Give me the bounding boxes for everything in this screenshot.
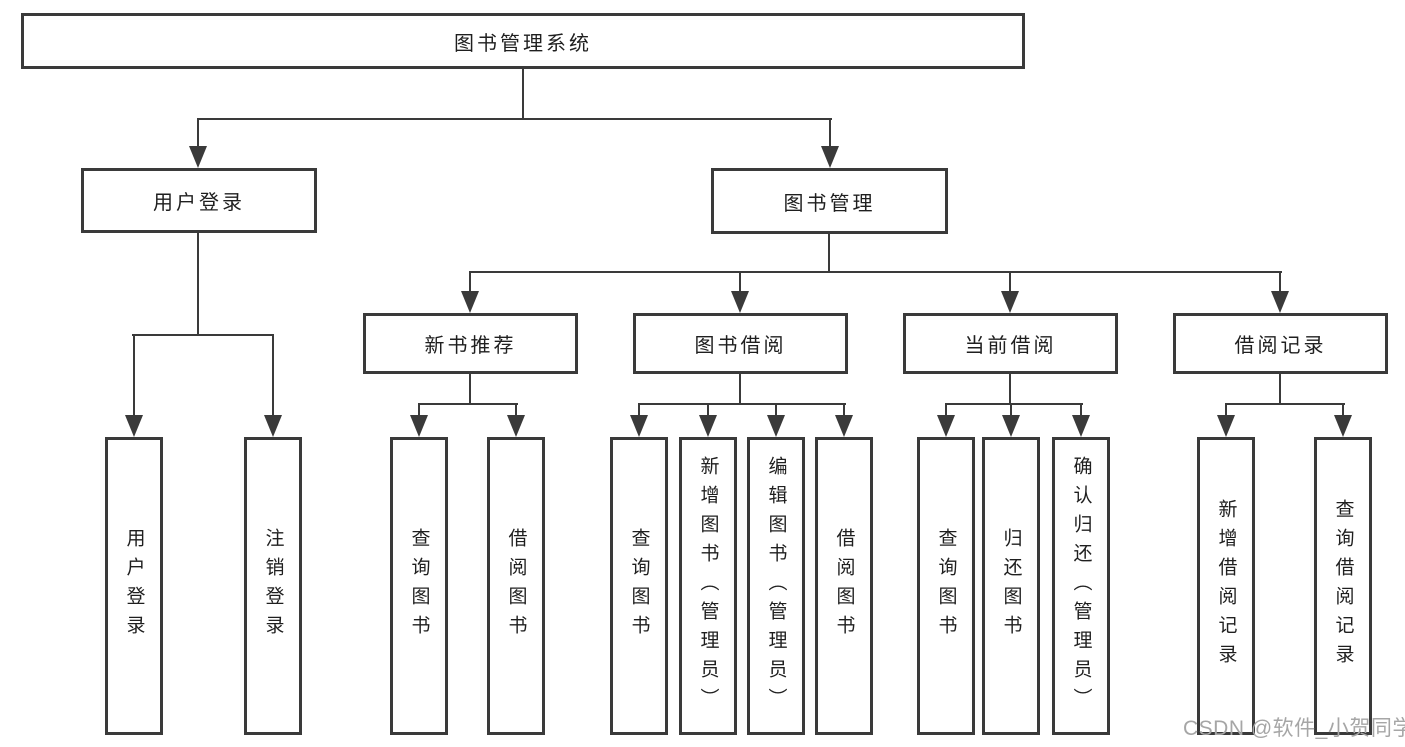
connector-level2-rail	[197, 118, 832, 120]
leaf-query-books-borrow-label: 查询图书	[628, 528, 650, 644]
connector-drop	[1009, 271, 1011, 293]
connector-drop	[272, 334, 274, 417]
arrow-down-icon	[125, 415, 143, 437]
connector-drop	[829, 118, 831, 148]
leaf-add-books-admin-label: 新增图书（管理员）	[697, 455, 719, 717]
arrow-down-icon	[835, 415, 853, 437]
connector-userlogin-stub	[197, 232, 199, 334]
connector-record-rail	[1225, 403, 1345, 405]
leaf-add-borrow-record: 新增借阅记录	[1197, 437, 1255, 735]
connector-level3-rail	[469, 271, 1282, 273]
node-root-label: 图书管理系统	[454, 32, 592, 55]
node-user-login: 用户登录	[81, 168, 317, 233]
connector-drop	[469, 271, 471, 293]
arrow-down-icon	[630, 415, 648, 437]
connector-stub	[739, 373, 741, 404]
leaf-query-books-borrow: 查询图书	[610, 437, 668, 735]
connector-userlogin-rail	[132, 334, 274, 336]
arrow-down-icon	[189, 146, 207, 168]
leaf-query-books-recommend: 查询图书	[390, 437, 448, 735]
node-new-book-recommend-label: 新书推荐	[424, 335, 517, 357]
arrow-down-icon	[507, 415, 525, 437]
connector-stub	[1279, 373, 1281, 404]
leaf-query-books-current-label: 查询图书	[935, 528, 957, 644]
arrow-down-icon	[461, 291, 479, 313]
leaf-logout-label: 注销登录	[262, 528, 284, 644]
connector-drop	[638, 403, 640, 417]
arrow-down-icon	[1334, 415, 1352, 437]
leaf-return-books: 归还图书	[982, 437, 1040, 735]
arrow-down-icon	[821, 146, 839, 168]
node-current-borrowing: 当前借阅	[903, 313, 1118, 374]
leaf-logout: 注销登录	[244, 437, 302, 735]
leaf-borrow-books-label: 借阅图书	[833, 528, 855, 644]
arrow-down-icon	[1001, 291, 1019, 313]
leaf-user-login: 用户登录	[105, 437, 163, 735]
connector-drop	[945, 403, 947, 417]
connector-drop	[418, 403, 420, 417]
arrow-down-icon	[731, 291, 749, 313]
connector-drop	[707, 403, 709, 417]
arrow-down-icon	[699, 415, 717, 437]
leaf-query-borrow-record-label: 查询借阅记录	[1332, 499, 1354, 673]
leaf-query-books-recommend-label: 查询图书	[408, 528, 430, 644]
leaf-query-books-current: 查询图书	[917, 437, 975, 735]
leaf-borrow-books: 借阅图书	[815, 437, 873, 735]
arrow-down-icon	[937, 415, 955, 437]
connector-drop	[1342, 403, 1344, 417]
leaf-add-borrow-record-label: 新增借阅记录	[1215, 499, 1237, 673]
leaf-borrow-books-recommend: 借阅图书	[487, 437, 545, 735]
connector-root-stub	[522, 68, 524, 118]
connector-bookmgmt-stub	[828, 232, 830, 273]
connector-drop	[1010, 403, 1012, 417]
node-root: 图书管理系统	[21, 13, 1025, 69]
connector-drop	[1279, 271, 1281, 293]
connector-drop	[739, 271, 741, 293]
connector-drop	[775, 403, 777, 417]
leaf-borrow-books-recommend-label: 借阅图书	[505, 528, 527, 644]
node-borrow-records-label: 借阅记录	[1234, 335, 1327, 357]
connector-drop	[197, 118, 199, 148]
connector-current-rail	[945, 403, 1083, 405]
connector-drop	[843, 403, 845, 417]
leaf-confirm-return-admin: 确认归还（管理员）	[1052, 437, 1110, 735]
arrow-down-icon	[410, 415, 428, 437]
connector-drop	[1080, 403, 1082, 417]
node-book-borrowing-label: 图书借阅	[694, 335, 787, 357]
leaf-edit-books-admin-label: 编辑图书（管理员）	[765, 455, 787, 717]
leaf-query-borrow-record: 查询借阅记录	[1314, 437, 1372, 735]
leaf-edit-books-admin: 编辑图书（管理员）	[747, 437, 805, 735]
node-borrow-records: 借阅记录	[1173, 313, 1388, 374]
connector-newbook-rail	[418, 403, 518, 405]
arrow-down-icon	[1002, 415, 1020, 437]
node-current-borrowing-label: 当前借阅	[964, 335, 1057, 357]
arrow-down-icon	[1072, 415, 1090, 437]
connector-drop	[133, 334, 135, 417]
node-book-management: 图书管理	[711, 168, 948, 234]
leaf-user-login-label: 用户登录	[123, 528, 145, 644]
leaf-confirm-return-admin-label: 确认归还（管理员）	[1070, 455, 1092, 717]
connector-stub	[469, 373, 471, 404]
arrow-down-icon	[1217, 415, 1235, 437]
connector-borrow-rail	[638, 403, 846, 405]
node-book-management-label: 图书管理	[783, 192, 876, 215]
leaf-add-books-admin: 新增图书（管理员）	[679, 437, 737, 735]
watermark-text: CSDN @软件_小贺同学	[1183, 717, 1405, 740]
connector-drop	[1225, 403, 1227, 417]
arrow-down-icon	[767, 415, 785, 437]
connector-drop	[515, 403, 517, 417]
node-new-book-recommend: 新书推荐	[363, 313, 578, 374]
leaf-return-books-label: 归还图书	[1000, 528, 1022, 644]
node-user-login-label: 用户登录	[153, 192, 245, 214]
arrow-down-icon	[264, 415, 282, 437]
node-book-borrowing: 图书借阅	[633, 313, 848, 374]
connector-stub	[1009, 373, 1011, 404]
arrow-down-icon	[1271, 291, 1289, 313]
